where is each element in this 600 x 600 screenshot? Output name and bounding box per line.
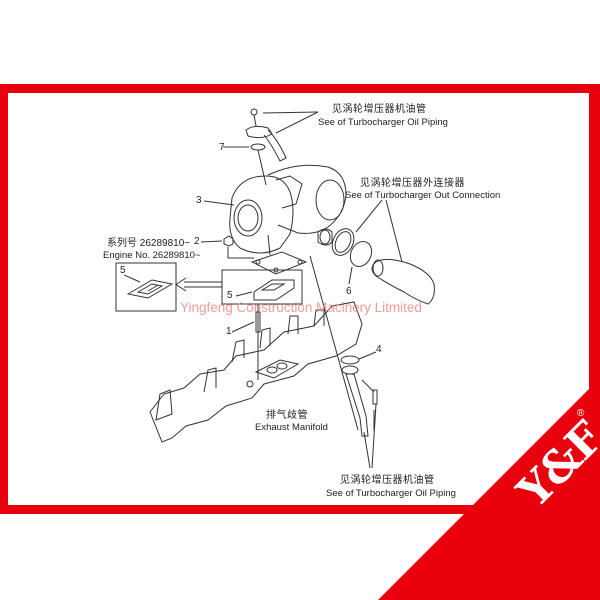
callout-5-inset: 5 xyxy=(120,265,126,276)
callout-5-main: 5 xyxy=(227,290,233,301)
exhaust-manifold-label-en: Exhaust Manifold xyxy=(255,422,328,433)
nut-2 xyxy=(200,235,254,259)
callout-2: 2 xyxy=(194,236,200,247)
callout-1: 1 xyxy=(226,326,232,337)
stud-1 xyxy=(231,311,261,333)
exhaust-manifold xyxy=(149,301,363,443)
clamp-and-oring xyxy=(331,228,373,285)
callout-3: 3 xyxy=(196,195,202,206)
engine-no-inset-box xyxy=(115,262,177,312)
hollow-arrow-left xyxy=(175,277,222,292)
registered-mark: ® xyxy=(577,408,585,419)
callout-6: 6 xyxy=(346,286,352,297)
callout-7: 7 xyxy=(219,142,225,153)
oil-pipe-bolt-top xyxy=(245,108,287,162)
exhaust-manifold-label-cn: 排气歧管 xyxy=(266,410,308,421)
watermark-text: Yingfeng Construction Macinery Litmited xyxy=(180,300,422,315)
callout-4: 4 xyxy=(376,344,382,355)
out-connection-label-cn: 见涡轮增压器外连接器 xyxy=(360,178,465,189)
oil-piping-top-label-cn: 见涡轮增压器机油管 xyxy=(332,104,427,115)
engine-number-label-en: Engine No. 26289810~ xyxy=(103,250,201,261)
red-border-frame xyxy=(0,84,600,514)
outlet-connection-pipe xyxy=(371,258,435,305)
serial-number-label-cn: 系列号 26289810~ xyxy=(107,238,191,249)
gasket-7 xyxy=(250,143,266,151)
oil-piping-top-label-en: See of Turbocharger Oil Piping xyxy=(318,117,448,128)
oil-piping-bottom-label-cn: 见涡轮增压器机油管 xyxy=(340,475,435,486)
oil-return-pipe xyxy=(340,351,378,437)
out-connection-label-en: See of Turbocharger Out Connection xyxy=(345,190,501,201)
oil-piping-bottom-label-en: See of Turbocharger Oil Piping xyxy=(326,488,456,499)
